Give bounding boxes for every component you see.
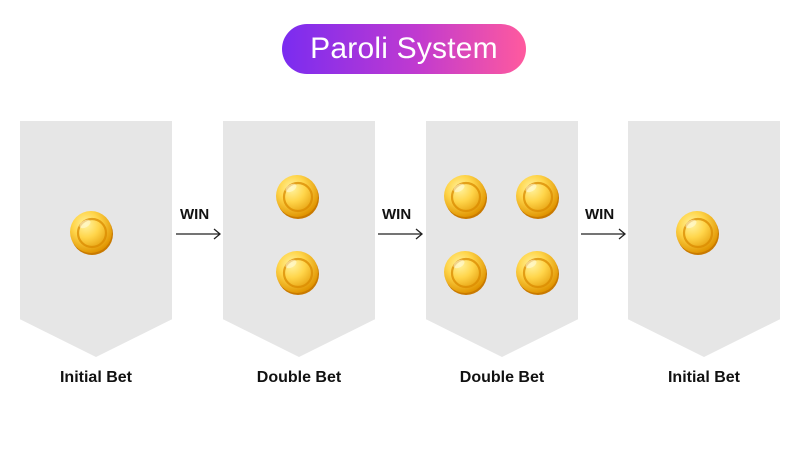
step-card-3 xyxy=(426,121,578,357)
step-label-3: Double Bet xyxy=(459,369,545,386)
gold-coin-icon xyxy=(443,174,489,220)
win-label-2: WIN xyxy=(382,206,412,223)
step-label-2: Double Bet xyxy=(256,369,342,386)
step-card-4 xyxy=(628,121,780,357)
gold-coin-icon xyxy=(275,174,321,220)
gold-coin-icon xyxy=(675,210,721,256)
gold-coin-icon xyxy=(275,250,321,296)
arrow-right-icon xyxy=(581,226,629,242)
gold-coin-icon xyxy=(515,250,561,296)
arrow-right-icon xyxy=(378,226,426,242)
arrow-right-icon xyxy=(176,226,224,242)
win-label-3: WIN xyxy=(585,206,615,223)
gold-coin-icon xyxy=(69,210,115,256)
step-card-2 xyxy=(223,121,375,357)
step-label-1: Initial Bet xyxy=(59,369,132,386)
page-title: Paroli System xyxy=(282,24,526,74)
step-card-1 xyxy=(20,121,172,357)
gold-coin-icon xyxy=(515,174,561,220)
gold-coin-icon xyxy=(443,250,489,296)
win-label-1: WIN xyxy=(180,206,210,223)
step-label-4: Initial Bet xyxy=(667,369,740,386)
